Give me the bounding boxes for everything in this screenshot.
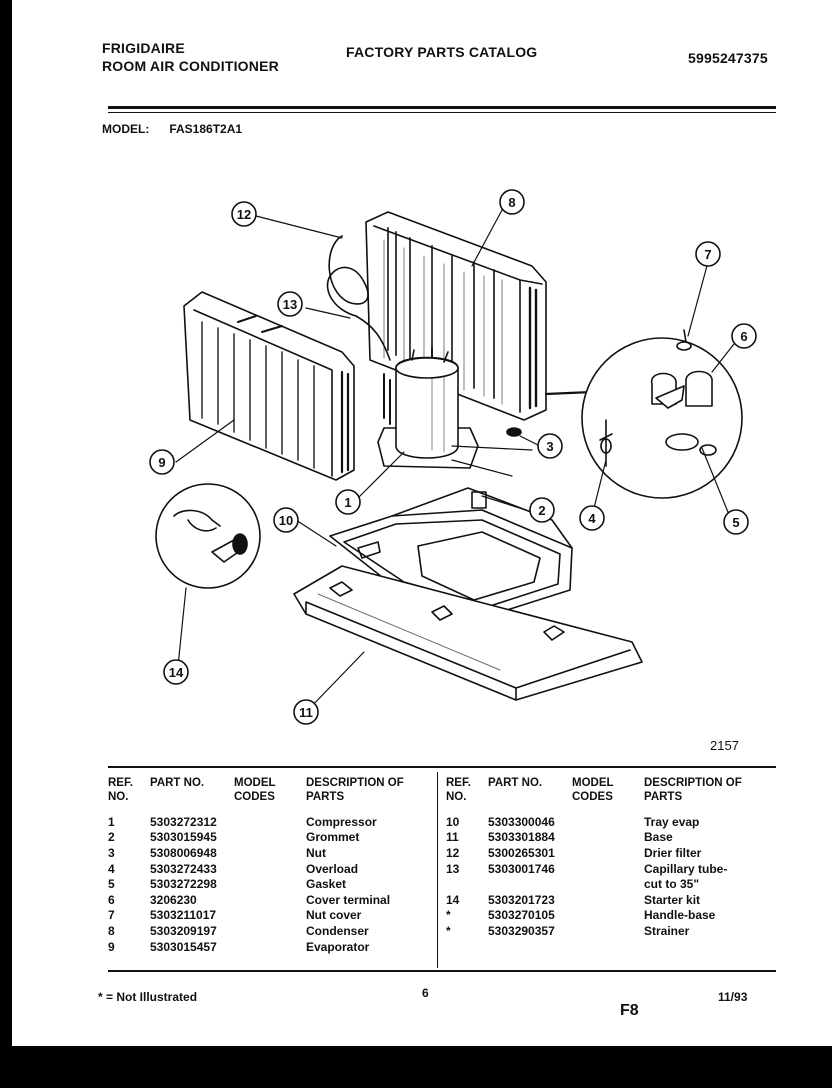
- parts-table-left: REF. NO. PART NO. MODEL CODES DESCRIPTIO…: [108, 776, 434, 954]
- callout-4: 4: [579, 505, 605, 531]
- header-part-no: PART NO.: [150, 777, 205, 789]
- header-model-codes: MODEL CODES: [572, 777, 614, 803]
- footnote-not-illustrated: * = Not Illustrated: [98, 990, 198, 1004]
- table-top-rule: [108, 766, 776, 768]
- exploded-parts-diagram: 12 8 7 13 6 3 9 1 2 4 5 10 14 11: [149, 189, 757, 725]
- header-description: DESCRIPTION OF PARTS: [306, 777, 404, 803]
- callout-7: 7: [695, 241, 721, 267]
- svg-text:8: 8: [508, 195, 515, 210]
- svg-text:5: 5: [732, 515, 739, 530]
- callout-14: 14: [163, 659, 189, 685]
- parts-catalog-page: FRIGIDAIRE ROOM AIR CONDITIONER FACTORY …: [12, 0, 832, 1046]
- evaporator-coil: [183, 291, 355, 481]
- model-number: FAS186T2A1: [169, 122, 243, 136]
- callout-markers: 12 8 7 13 6 3 9 1 2 4 5 10 14 11: [149, 189, 757, 725]
- section-code: F8: [620, 1002, 639, 1019]
- table-bottom-rule: [108, 970, 776, 972]
- parts-table-right: REF. NO. PART NO. MODEL CODES DESCRIPTIO…: [446, 776, 754, 939]
- svg-text:4: 4: [588, 511, 596, 526]
- callout-8: 8: [499, 189, 525, 215]
- svg-text:2: 2: [538, 503, 545, 518]
- catalog-title: FACTORY PARTS CATALOG: [346, 44, 538, 60]
- callout-12: 12: [231, 201, 257, 227]
- header-description: DESCRIPTION OF PARTS: [644, 777, 742, 803]
- svg-text:1: 1: [344, 495, 351, 510]
- svg-text:3: 3: [546, 439, 553, 454]
- callout-5: 5: [723, 509, 749, 535]
- starter-kit-detail-circle: [155, 483, 261, 589]
- product-name: ROOM AIR CONDITIONER: [102, 58, 279, 74]
- callout-11: 11: [293, 699, 319, 725]
- svg-text:11: 11: [299, 705, 313, 720]
- compressor: [377, 347, 533, 477]
- figure-number: 2157: [710, 738, 739, 753]
- svg-text:14: 14: [169, 665, 184, 680]
- nut: [506, 427, 522, 437]
- callout-2: 2: [529, 497, 555, 523]
- model-line: MODEL: FAS186T2A1: [102, 122, 242, 136]
- table-column-divider: [437, 772, 439, 968]
- svg-text:6: 6: [740, 329, 747, 344]
- leader-lines: [175, 209, 735, 711]
- model-label: MODEL:: [102, 122, 150, 136]
- base-pan: [293, 565, 643, 701]
- svg-text:7: 7: [704, 247, 711, 262]
- svg-text:13: 13: [283, 297, 297, 312]
- svg-text:9: 9: [158, 455, 165, 470]
- header-part-no: PART NO.: [488, 777, 543, 789]
- header-ref-no: REF. NO.: [108, 777, 133, 803]
- callout-9: 9: [149, 449, 175, 475]
- callout-13: 13: [277, 291, 303, 317]
- callout-10: 10: [273, 507, 299, 533]
- brand-name: FRIGIDAIRE: [102, 40, 185, 56]
- svg-text:12: 12: [237, 207, 251, 222]
- header-model-codes: MODEL CODES: [234, 777, 276, 803]
- revision-date: 11/93: [718, 990, 748, 1004]
- callout-3: 3: [537, 433, 563, 459]
- terminal-detail-circle: [581, 329, 743, 499]
- svg-text:10: 10: [279, 513, 293, 528]
- header-rule: [108, 106, 776, 109]
- page-number: 6: [422, 986, 429, 1000]
- header-rule-thin: [108, 112, 776, 113]
- header-ref-no: REF. NO.: [446, 777, 471, 803]
- table-row: cut to 35": [644, 877, 700, 892]
- callout-6: 6: [731, 323, 757, 349]
- catalog-number: 5995247375: [688, 50, 768, 66]
- callout-1: 1: [335, 489, 361, 515]
- drier-filter-tube: [326, 235, 391, 361]
